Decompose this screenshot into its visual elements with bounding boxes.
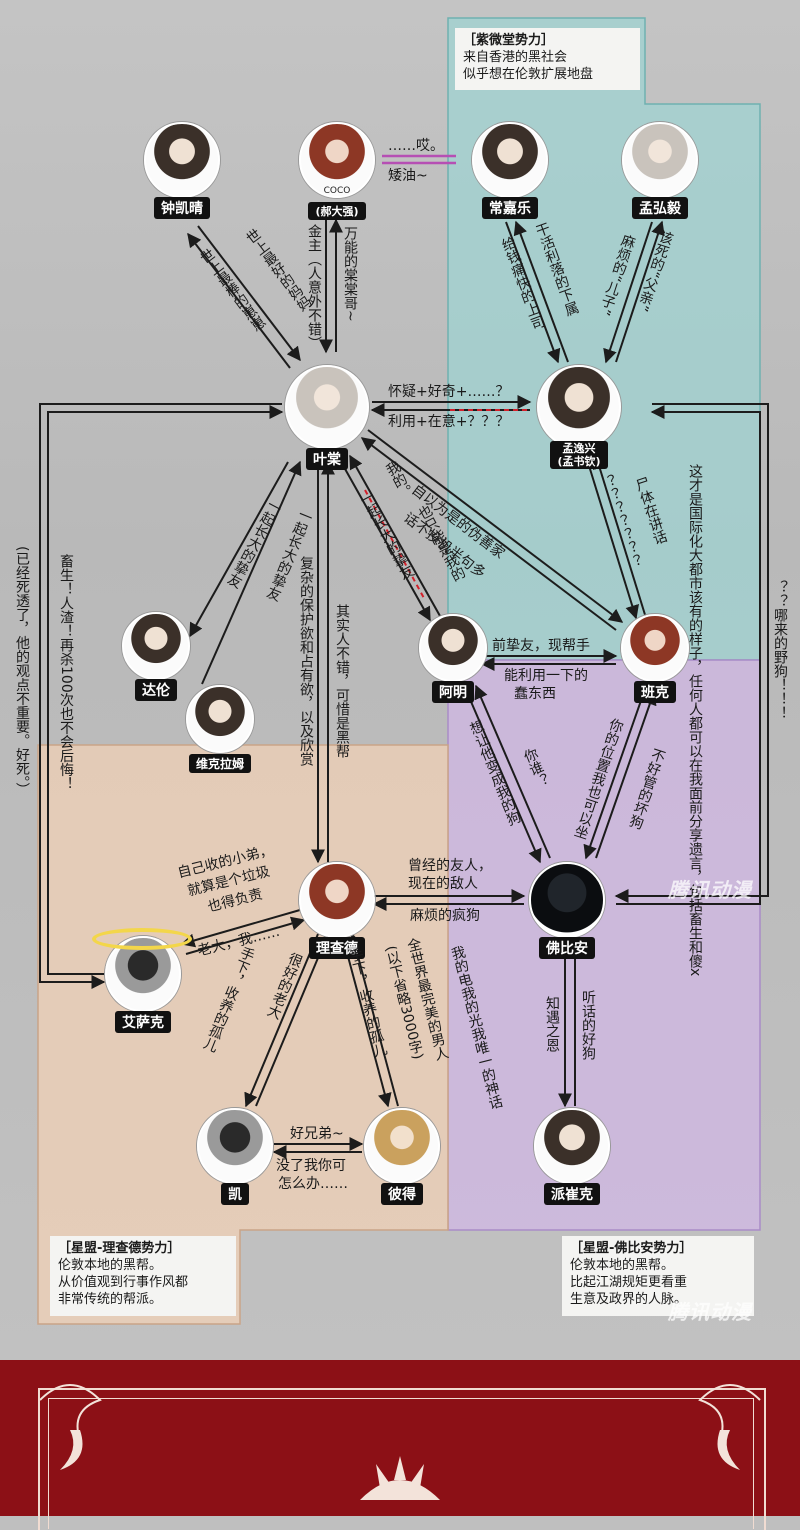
decorative-footer bbox=[0, 1360, 800, 1530]
node-menghongyi: 孟弘毅 bbox=[615, 122, 705, 219]
node-name: 钟凯晴 bbox=[154, 197, 210, 219]
mengyixing-sub: (孟书钦) bbox=[557, 455, 601, 468]
node-mengyixing: 孟逸兴(孟书钦) bbox=[534, 365, 624, 469]
node-name: 达伦 bbox=[135, 679, 177, 701]
edge-label: 怀疑+好奇+……？ bbox=[388, 384, 510, 400]
edge-label: (已经死透了，他的观点不重要。好死。） bbox=[14, 546, 30, 797]
node-yetang: 叶棠 bbox=[282, 365, 372, 470]
node-name: 佛比安 bbox=[539, 937, 595, 959]
edge-label: 好兄弟~ bbox=[290, 1126, 344, 1142]
edge-label: 蠢东西 bbox=[514, 686, 556, 702]
fobian-faction-line3: 生意及政界的人脉。 bbox=[570, 1292, 688, 1307]
edge-label: 怎么办…… bbox=[278, 1176, 348, 1192]
avatar bbox=[472, 122, 548, 198]
fobian-faction-title: ［星盟-佛比安势力］ bbox=[570, 1241, 693, 1256]
richard-faction-title: ［星盟-理查德势力］ bbox=[58, 1241, 181, 1256]
node-fobian: 佛比安 bbox=[522, 862, 612, 959]
relationship-diagram: ［紫微堂势力］ 来自香港的黑社会 似乎想在伦敦扩展地盘 ［星盟-理查德势力］ 伦… bbox=[0, 0, 800, 1360]
footer-frame-inner bbox=[48, 1398, 754, 1529]
node-aming: 阿明 bbox=[408, 614, 498, 703]
node-name: 叶棠 bbox=[306, 448, 348, 470]
edge-label: 知遇之恩 bbox=[544, 996, 560, 1052]
avatar bbox=[419, 614, 487, 682]
edge-label: 畜生！人渣！再杀100次也不会后悔！ bbox=[58, 554, 74, 791]
fobian-faction-line1: 伦敦本地的黑帮。 bbox=[570, 1258, 675, 1273]
watermark: 腾讯动漫 bbox=[668, 1300, 752, 1324]
node-banke: 班克 bbox=[610, 614, 700, 703]
node-coco: COCO (郝大强) bbox=[292, 122, 382, 220]
fobian-faction-line2: 比起江湖规矩更看重 bbox=[570, 1275, 688, 1290]
edge-label: ？？哪来的野狗！！！ bbox=[772, 580, 788, 720]
avatar bbox=[197, 1108, 273, 1184]
ziwei-faction-line1: 来自香港的黑社会 bbox=[463, 50, 568, 65]
node-name: 凯 bbox=[221, 1183, 249, 1205]
edge-label: 复杂的保护欲和占有欲，以及欣赏 bbox=[298, 556, 314, 766]
richard-faction-box: ［星盟-理查德势力］ 伦敦本地的黑帮。 从价值观到行事作风都 非常传统的帮派。 bbox=[50, 1236, 236, 1316]
edge-label: 能利用一下的 bbox=[504, 668, 588, 684]
edge-label: 矮油~ bbox=[388, 168, 428, 184]
edge-label: 万能的棠棠哥~ bbox=[342, 226, 358, 322]
edge-label: 听话的好狗 bbox=[580, 990, 596, 1060]
node-zhongkaiqing: 钟凯晴 bbox=[137, 122, 227, 219]
avatar bbox=[537, 365, 621, 449]
node-name: 常嘉乐 bbox=[482, 197, 538, 219]
node-name: 孟弘毅 bbox=[632, 197, 688, 219]
edge-label: 利用+在意+？？？ bbox=[388, 414, 510, 430]
node-name: 维克拉姆 bbox=[188, 754, 251, 773]
fobian-faction-box: ［星盟-佛比安势力］ 伦敦本地的黑帮。 比起江湖规矩更看重 生意及政界的人脉。 bbox=[562, 1236, 754, 1316]
node-paicuike: 派崔克 bbox=[527, 1108, 617, 1205]
edge-label: 金主（人意外不错） bbox=[306, 224, 322, 350]
edge-label: 没了我你可 bbox=[276, 1158, 346, 1174]
edge-label: ……哎。 bbox=[388, 138, 444, 154]
avatar bbox=[144, 122, 220, 198]
node-bide: 彼得 bbox=[357, 1108, 447, 1205]
avatar bbox=[534, 1108, 610, 1184]
connection-lines bbox=[39, 154, 769, 1159]
node-aisake: 艾萨克 bbox=[92, 928, 192, 1033]
richard-faction-line2: 从价值观到行事作风都 bbox=[58, 1275, 189, 1290]
avatar bbox=[299, 862, 375, 938]
coco-tag: COCO bbox=[323, 186, 351, 196]
ziwei-faction-line2: 似乎想在伦敦扩展地盘 bbox=[463, 67, 594, 82]
avatar bbox=[299, 122, 375, 198]
edge-label: 前挚友，现帮手 bbox=[492, 638, 590, 654]
node-name: 艾萨克 bbox=[115, 1011, 171, 1033]
mengyixing-name: 孟逸兴 bbox=[562, 442, 596, 455]
edge-label: 曾经的友人， bbox=[408, 858, 492, 874]
ziwei-faction-box: ［紫微堂势力］ 来自香港的黑社会 似乎想在伦敦扩展地盘 bbox=[455, 28, 640, 90]
node-changjiale: 常嘉乐 bbox=[465, 122, 555, 219]
node-name: 彼得 bbox=[381, 1183, 423, 1205]
avatar bbox=[529, 862, 605, 938]
footer-frame bbox=[38, 1388, 766, 1530]
node-dalun: 达伦 bbox=[111, 612, 201, 701]
node-name: (郝大强) bbox=[308, 202, 366, 220]
richard-faction-line1: 伦敦本地的黑帮。 bbox=[58, 1258, 163, 1273]
node-name: 阿明 bbox=[432, 681, 474, 703]
edge-label: 现在的敌人 bbox=[408, 876, 478, 892]
node-kai: 凯 bbox=[190, 1108, 280, 1205]
avatar bbox=[122, 612, 190, 680]
edge-label: 其实人不错，可惜是黑帮 bbox=[334, 604, 350, 758]
avatar bbox=[186, 685, 254, 753]
node-name: 派崔克 bbox=[544, 1183, 600, 1205]
avatar bbox=[285, 365, 369, 449]
ornament-icon bbox=[39, 1384, 761, 1500]
avatar bbox=[621, 614, 689, 682]
node-weikelamu: 维克拉姆 bbox=[175, 685, 265, 773]
avatar bbox=[364, 1108, 440, 1184]
ziwei-faction-title: ［紫微堂势力］ bbox=[463, 33, 555, 48]
node-name: 班克 bbox=[634, 681, 676, 703]
node-lichade: 理查德 bbox=[292, 862, 382, 959]
halo-icon bbox=[92, 928, 192, 950]
richard-faction-line3: 非常传统的帮派。 bbox=[58, 1292, 163, 1307]
node-name: 理查德 bbox=[309, 937, 365, 959]
edge-label: 这才是国际化大都市该有的样子，任何人都可以在我面前分享遗言，包括畜生和傻x bbox=[687, 464, 703, 977]
edge-label: 麻烦的疯狗 bbox=[410, 908, 480, 924]
avatar bbox=[622, 122, 698, 198]
node-name: 孟逸兴(孟书钦) bbox=[550, 441, 608, 469]
watermark: 腾讯动漫 bbox=[668, 878, 752, 902]
